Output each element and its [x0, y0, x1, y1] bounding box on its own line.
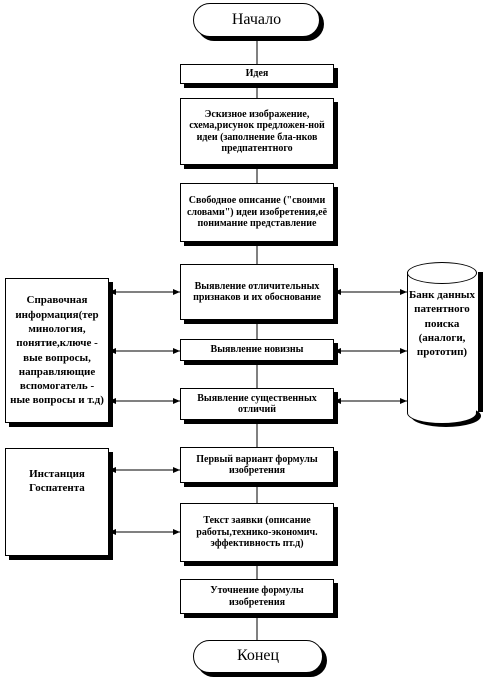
step-free-description: Свободное описание ("своими словами") ид…	[180, 183, 334, 242]
end-label: Конец	[236, 647, 280, 665]
step-distinguishing-features-label: Выявление отличительных признаков и их о…	[193, 280, 321, 304]
step-essential-differences: Выявление существенных отличий	[180, 388, 334, 420]
step-sketch-label: Эскизное изображение, схема,рисунок пред…	[189, 108, 325, 155]
database-cylinder-top	[407, 262, 477, 284]
patent-office-label: Инстанция Госпатента	[29, 468, 85, 495]
step-application-text-label: Текст заявки (описание работы,технико-эк…	[196, 515, 318, 550]
step-idea: Идея	[180, 64, 334, 84]
end-terminal: Конец	[193, 640, 323, 673]
step-refine-formula: Уточнение формулы изобретения	[180, 579, 334, 614]
step-refine-formula-label: Уточнение формулы изобретения	[210, 585, 304, 608]
step-distinguishing-features: Выявление отличительных признаков и их о…	[180, 264, 334, 320]
database-cylinder-body	[407, 272, 479, 412]
reference-info-label: Справочная информация(тер минология, пон…	[10, 294, 104, 407]
step-idea-label: Идея	[245, 68, 269, 80]
step-first-formula: Первый вариант формулы изобретения	[180, 447, 334, 483]
step-essential-differences-label: Выявление существенных отличий	[197, 392, 317, 416]
reference-info-box: Справочная информация(тер минология, пон…	[5, 278, 109, 423]
patent-search-database: Банк данных патентного поиска (аналоги, …	[407, 262, 479, 424]
patent-office-box: Инстанция Госпатента	[5, 448, 109, 556]
step-first-formula-label: Первый вариант формулы изобретения	[196, 453, 318, 477]
step-application-text: Текст заявки (описание работы,технико-эк…	[180, 503, 334, 562]
start-label: Начало	[231, 10, 282, 28]
database-label: Банк данных патентного поиска (аналоги, …	[408, 289, 476, 359]
step-free-description-label: Свободное описание ("своими словами") ид…	[186, 195, 328, 230]
start-terminal: Начало	[193, 3, 320, 37]
step-novelty-label: Выявление новизны	[210, 344, 304, 356]
step-sketch: Эскизное изображение, схема,рисунок пред…	[180, 98, 334, 165]
step-novelty: Выявление новизны	[180, 339, 334, 361]
